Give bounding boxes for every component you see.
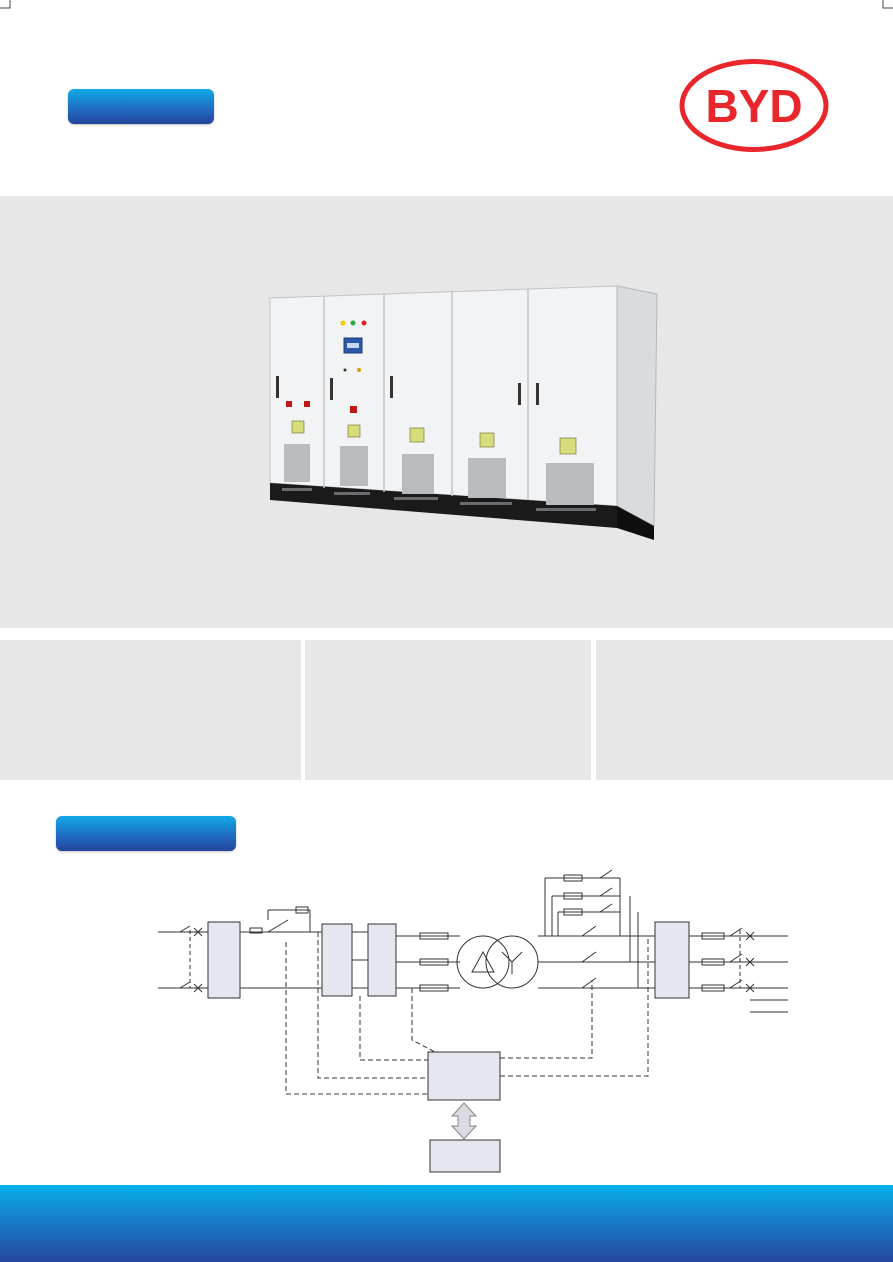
y-symbol	[501, 951, 523, 974]
inverter-cabinet-image	[269, 285, 658, 540]
byd-logo-icon: BYD	[679, 59, 829, 152]
byd-logo: BYD	[679, 58, 829, 153]
crop-marks	[0, 0, 893, 9]
footer-band	[0, 1185, 893, 1262]
section-pill-top	[68, 89, 214, 124]
single-line-schematic	[158, 869, 788, 1173]
feature-panel-3	[596, 640, 893, 780]
hero-panel	[0, 196, 893, 628]
feature-panel-2	[305, 640, 591, 780]
triangle-symbol	[471, 950, 495, 973]
byd-logo-text: BYD	[705, 80, 802, 132]
feature-panel-1	[0, 640, 301, 780]
section-pill-bottom	[56, 816, 236, 851]
